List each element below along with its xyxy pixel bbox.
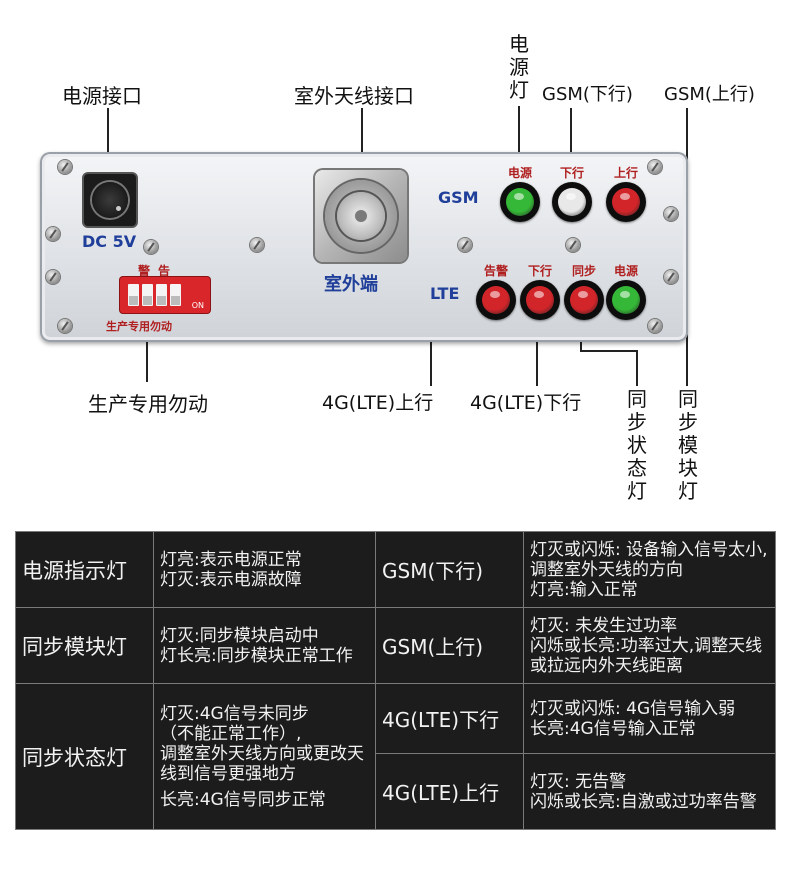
lte-label: LTE [430, 284, 460, 303]
screw-icon [566, 238, 580, 252]
connector-line [536, 312, 538, 386]
lte-sync-led [564, 280, 604, 320]
row-desc: 灯灭: 无告警 闪烁或长亮:自激或过功率告警 [523, 753, 776, 830]
connector-line [361, 108, 363, 172]
row-desc: 灯灭或闪烁: 4G信号输入弱 长亮:4G信号输入正常 [523, 683, 776, 754]
row-name: 同步状态灯 [15, 683, 154, 830]
callout-gsm-uplink: GSM(上行) [664, 84, 755, 105]
callout-sync-status-light: 同步状态灯 [627, 387, 647, 503]
dip-label: 生产专用勿动 [106, 320, 172, 333]
connector-line [580, 350, 636, 352]
callout-sync-module-light: 同步模块灯 [678, 387, 698, 503]
screw-icon [144, 240, 158, 254]
device-front-panel: DC 5V 警告 ON 生产专用勿动 室外端 GSM LTE 电源 下行 上行 … [40, 152, 688, 342]
lte-power-led [606, 280, 646, 320]
lte-led-label: 同步 [571, 264, 596, 278]
table-row: 电源指示灯 灯亮:表示电源正常 灯灭:表示电源故障 GSM(下行) 灯灭或闪烁:… [15, 531, 776, 608]
connector-line [686, 108, 688, 198]
antenna-connector[interactable] [315, 170, 407, 262]
row-name: 同步模块灯 [15, 607, 154, 684]
lte-downlink-led-lens [526, 286, 554, 314]
row-desc: 灯亮:表示电源正常 灯灭:表示电源故障 [153, 531, 376, 608]
lte-sync-led-lens [570, 286, 598, 314]
row-name: 4G(LTE)下行 [375, 683, 524, 754]
gsm-downlink-led [552, 182, 592, 222]
lte-led-label: 告警 [483, 264, 508, 278]
callout-power-interface: 电源接口 [62, 84, 142, 108]
row-desc: 灯灭:4G信号未同步 （不能正常工作）, 调整室外天线方向或更改天线到信号更强地… [153, 683, 376, 830]
lte-led-label: 电源 [613, 264, 638, 278]
dc-label: DC 5V [82, 232, 137, 251]
screw-icon [46, 227, 60, 241]
dc-power-jack[interactable] [84, 174, 136, 226]
callout-gsm-downlink: GSM(下行) [542, 84, 633, 105]
table-row: 4G(LTE)上行 灯灭: 无告警 闪烁或长亮:自激或过功率告警 [16, 753, 776, 830]
connector-line [107, 108, 109, 176]
lte-led-label: 下行 [527, 264, 552, 278]
gsm-led-label: 下行 [559, 166, 584, 180]
callout-lte-downlink: 4G(LTE)下行 [470, 392, 582, 414]
lte-alarm-led-lens [482, 286, 510, 314]
screw-icon [648, 319, 662, 333]
screw-icon [458, 238, 472, 252]
gsm-power-led [500, 182, 540, 222]
row-desc: 灯灭或闪烁: 设备输入信号太小,调整室外天线的方向 灯亮:输入正常 [523, 531, 776, 608]
gsm-led-label: 电源 [507, 166, 532, 180]
indicator-info-table: 电源指示灯 灯亮:表示电源正常 灯灭:表示电源故障 GSM(下行) 灯灭或闪烁:… [15, 531, 776, 830]
alarm-label: 警告 [138, 264, 179, 278]
screw-icon [58, 319, 72, 333]
callout-factory-dont-touch: 生产专用勿动 [88, 392, 208, 416]
table-row: 同步状态灯 灯灭:4G信号未同步 （不能正常工作）, 调整室外天线方向或更改天线… [15, 683, 776, 830]
screw-icon [664, 207, 678, 221]
connector-line [146, 330, 148, 382]
lte-alarm-led [476, 280, 516, 320]
gsm-power-led-lens [506, 188, 534, 216]
connector-line [518, 106, 520, 166]
lte-downlink-led [520, 280, 560, 320]
row-name: 4G(LTE)上行 [375, 753, 524, 830]
table-row: 同步模块灯 灯灭:同步模块启动中 灯长亮:同步模块正常工作 GSM(上行) 灯灭… [15, 607, 776, 684]
gsm-downlink-led-lens [558, 188, 586, 216]
lte-power-led-lens [612, 286, 640, 314]
dip-on-label: ON [191, 301, 204, 310]
callout-lte-uplink: 4G(LTE)上行 [322, 392, 434, 414]
row-desc: 灯灭:同步模块启动中 灯长亮:同步模块正常工作 [153, 607, 376, 684]
connector-line [636, 350, 638, 386]
row-name: 电源指示灯 [15, 531, 154, 608]
gsm-led-label: 上行 [613, 166, 638, 180]
dip-switch[interactable]: ON [120, 277, 210, 313]
connector-line [686, 294, 688, 386]
row-name: GSM(下行) [375, 531, 524, 608]
callout-power-light: 电源灯 [509, 32, 529, 102]
screw-icon [58, 160, 72, 174]
screw-icon [250, 238, 264, 252]
callout-outdoor-antenna-interface: 室外天线接口 [294, 84, 414, 108]
outdoor-label: 室外端 [324, 274, 378, 295]
connector-line [570, 108, 572, 166]
screw-icon [46, 270, 60, 284]
screw-icon [664, 270, 678, 284]
gsm-uplink-led-lens [612, 188, 640, 216]
gsm-uplink-led [606, 182, 646, 222]
screw-icon [648, 160, 662, 174]
row-name: GSM(上行) [375, 607, 524, 684]
row-desc: 灯灭: 未发生过功率 闪烁或长亮:功率过大,调整天线或拉远内外天线距离 [523, 607, 776, 684]
gsm-label: GSM [438, 188, 479, 207]
